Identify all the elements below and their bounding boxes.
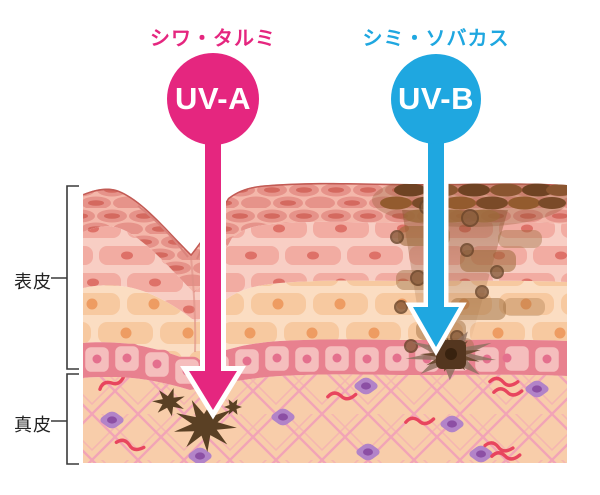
uva-damage-stars	[152, 388, 242, 453]
uvb-badge-circle	[391, 54, 481, 144]
dermis-region	[83, 373, 567, 464]
dermis-bracket	[51, 373, 79, 465]
epidermis-bracket	[51, 185, 79, 370]
capillaries	[98, 373, 524, 461]
collagen-fibers	[83, 374, 567, 463]
uva-arrow	[180, 135, 246, 420]
fibroblast-cells	[100, 377, 549, 464]
uva-effect-label: シワ・タルミ	[150, 28, 276, 50]
uva-badge-circle	[167, 53, 259, 145]
skin-layers	[83, 182, 567, 464]
uva-badge-label: UV-A	[174, 81, 252, 116]
epidermis-label: 表皮	[14, 272, 52, 292]
epidermis-region	[83, 182, 567, 390]
uvb-badge-label: UV-B	[397, 81, 475, 116]
dermis-label: 真皮	[14, 415, 52, 435]
uvb-arrow	[405, 133, 467, 357]
uvb-effect-label: シミ・ソバカス	[362, 28, 510, 50]
